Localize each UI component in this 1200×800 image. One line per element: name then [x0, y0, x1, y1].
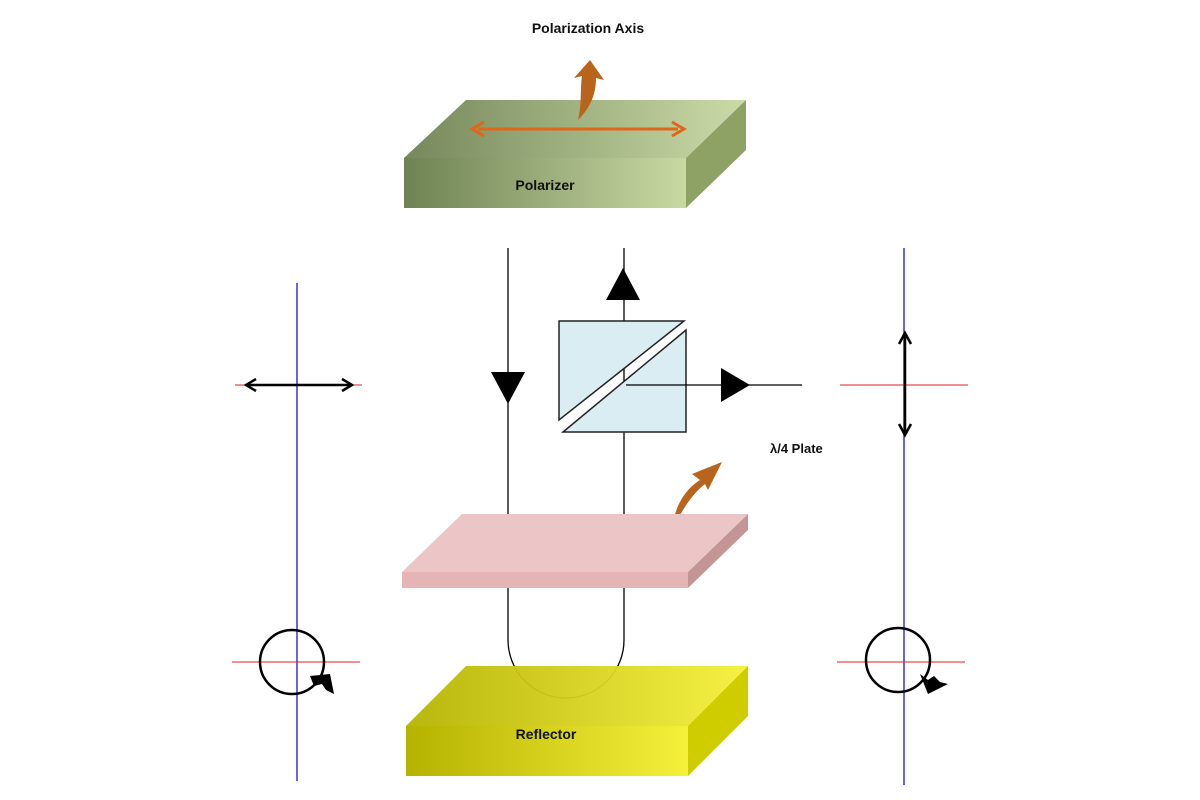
quarter-wave-plate-label: λ/4 Plate — [770, 441, 823, 456]
clockwise-rotation-icon — [310, 674, 334, 694]
beam-splitter-upper-prism — [558, 320, 687, 422]
left-circular-polarization — [258, 628, 326, 696]
plate-front-face — [402, 572, 688, 588]
left-polarization-panel — [232, 283, 362, 781]
triangle-up-icon — [606, 268, 640, 300]
horizontal-linear-polarization-arrow — [243, 377, 355, 393]
counterclockwise-rotation-icon — [920, 674, 948, 694]
reflector-front-face — [406, 726, 688, 776]
polarizer-front-face — [404, 158, 686, 208]
plate-top-face — [402, 514, 748, 572]
beam-splitter — [558, 320, 687, 433]
plate-side-face — [688, 514, 748, 588]
polarizer: Polarizer — [404, 100, 746, 208]
triangle-right-icon — [721, 368, 750, 402]
polarization-axis-label: Polarization Axis — [532, 20, 645, 36]
right-circular-polarization — [864, 626, 932, 694]
triangle-down-icon — [491, 372, 525, 404]
vertical-linear-polarization-arrow — [897, 330, 913, 438]
beam-splitter-lower-prism — [560, 328, 687, 433]
quarter-wave-plate — [402, 514, 748, 588]
polarizer-side-face — [686, 100, 746, 208]
beam-path — [507, 248, 625, 699]
curved-arrow-icon — [574, 60, 604, 120]
reflector-side-face — [688, 666, 748, 776]
reflector-top-face — [406, 666, 748, 726]
reflector-label: Reflector — [516, 726, 577, 742]
right-polarization-panel — [837, 248, 968, 785]
polarizer-label: Polarizer — [515, 177, 575, 193]
curved-arrow-icon — [672, 462, 722, 530]
polarization-axis-arrow — [469, 120, 687, 138]
reflector: Reflector — [406, 666, 748, 776]
